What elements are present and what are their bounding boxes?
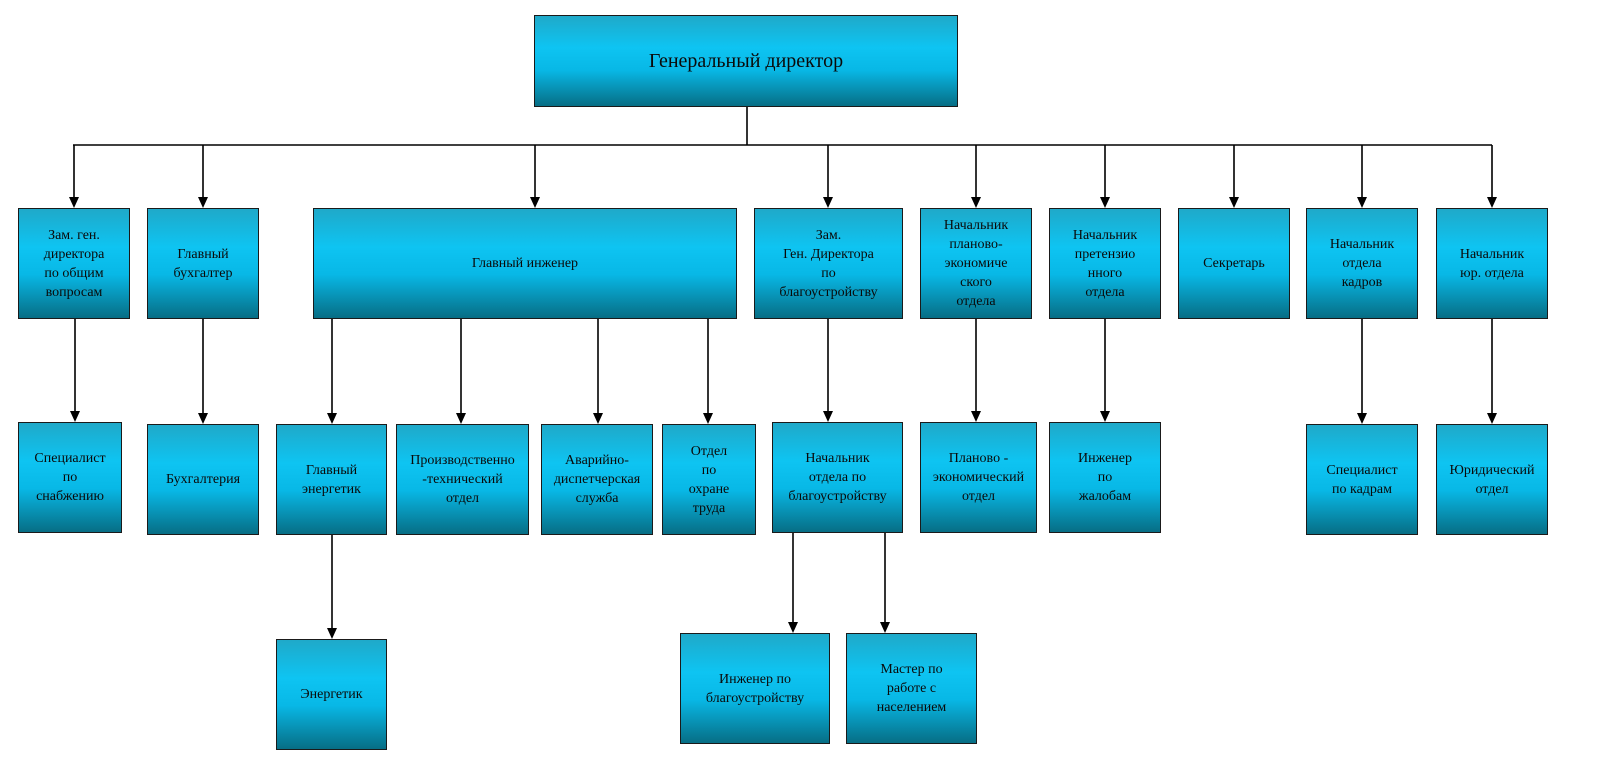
arrowhead [456,413,466,424]
arrowhead [971,411,981,422]
arrowhead [1357,413,1367,424]
hr-specialist-box: Специалист по кадрам [1306,424,1418,535]
accounting-box: Бухгалтерия [147,424,259,535]
arrowhead [1487,197,1497,208]
arrowhead [823,197,833,208]
supply-specialist-box: Специалист по снабжению [18,422,122,533]
production-technical-box: Производственно -технический отдел [396,424,529,535]
chief-power-engineer-box: Главный энергетик [276,424,387,535]
arrowhead [1100,411,1110,422]
improvement-engineer-box: Инженер по благоустройству [680,633,830,744]
head-planning-econ-box: Начальник планово- экономиче ского отдел… [920,208,1032,319]
arrowhead [593,413,603,424]
arrowhead [788,622,798,633]
arrowhead [880,622,890,633]
arrowhead [823,411,833,422]
head-hr-box: Начальник отдела кадров [1306,208,1418,319]
arrowhead [1487,413,1497,424]
head-improvement-dept-box: Начальник отдела по благоустройству [772,422,903,533]
arrowhead [198,413,208,424]
arrowhead [69,197,79,208]
complaints-engineer-box: Инженер по жалобам [1049,422,1161,533]
emergency-dispatch-box: Аварийно- диспетчерская служба [541,424,653,535]
deputy-general-box: Зам. ген. директора по общим вопросам [18,208,130,319]
arrowhead [327,628,337,639]
deputy-improvement-box: Зам. Ген. Директора по благоустройству [754,208,903,319]
general-director-box: Генеральный директор [534,15,958,107]
labor-protection-box: Отдел по охране труда [662,424,756,535]
arrowhead [198,197,208,208]
chief-accountant-box: Главный бухгалтер [147,208,259,319]
arrowhead [327,413,337,424]
legal-dept-box: Юридический отдел [1436,424,1548,535]
planning-econ-dept-box: Планово - экономический отдел [920,422,1037,533]
community-master-box: Мастер по работе с населением [846,633,977,744]
arrowhead [530,197,540,208]
chief-engineer-box: Главный инженер [313,208,737,319]
head-claims-box: Начальник претензио нного отдела [1049,208,1161,319]
arrowhead [703,413,713,424]
arrowhead [70,411,80,422]
arrowhead [1100,197,1110,208]
head-legal-box: Начальник юр. отдела [1436,208,1548,319]
arrowhead [1357,197,1367,208]
arrowhead [971,197,981,208]
power-engineer-box: Энергетик [276,639,387,750]
arrowhead [1229,197,1239,208]
secretary-box: Секретарь [1178,208,1290,319]
